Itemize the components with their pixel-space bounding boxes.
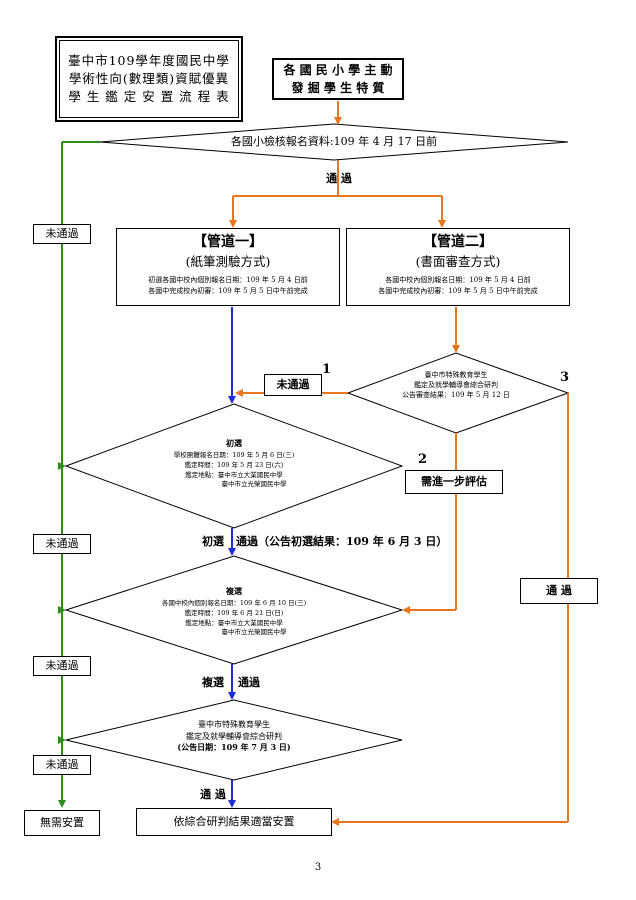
title-line-2: 學術性向(數理類)資賦優異 bbox=[68, 70, 230, 86]
channel1-title: 【管道一】 bbox=[193, 234, 263, 250]
committee1-line-1: 臺中市特殊教育學生 bbox=[424, 371, 488, 379]
title-line-1: 臺中市109學年度國民中學 bbox=[68, 52, 230, 68]
prelim-diamond bbox=[64, 403, 404, 529]
channel2-line-1: 各國中校內個別報名日期：109 年 5 月 4 日前 bbox=[385, 276, 531, 284]
fail-label-1: 未通過 bbox=[33, 224, 91, 244]
prelim-pass-text: 通過（公告初選結果：109 年 6 月 3 日） bbox=[236, 535, 448, 548]
start-line-1: 各 國 民 小 學 主 動 bbox=[283, 63, 393, 77]
channel2-subtitle: (書面審查方式) bbox=[415, 254, 501, 269]
committee1-line-3: 公告審查結果：109 年 5 月 12 日 bbox=[402, 391, 510, 400]
pass-label-1: 通 過 bbox=[326, 172, 352, 185]
start-line-2: 發 掘 學 生 特 質 bbox=[291, 81, 385, 95]
further-eval-box: 需進一步評估 bbox=[405, 470, 503, 494]
page-number: 3 bbox=[314, 862, 322, 873]
recheck-line-3: 鑑定地點：臺中市立大業國民中學 bbox=[185, 618, 283, 627]
channel1-subtitle: (紙筆測驗方式) bbox=[185, 254, 271, 269]
start-box: 各 國 民 小 學 主 動 發 掘 學 生 特 質 bbox=[272, 58, 404, 100]
branch-number-1: 1 bbox=[322, 362, 332, 377]
channel2-line-2: 各國中完成校內初審：109 年 5 月 5 日中午前完成 bbox=[378, 287, 538, 295]
channel1-box: 【管道一】 (紙筆測驗方式) 初選各國中校內個別報名日期：109 年 5 月 4… bbox=[116, 228, 340, 306]
pass-box-branch3: 通 過 bbox=[520, 578, 598, 604]
committee2-line-1: 臺中市特殊教育學生 bbox=[198, 720, 270, 729]
fail-label-branch1: 未通過 bbox=[264, 374, 322, 396]
prelim-text: 初選 學校團體報名日期：109 年 5 月 6 日(三) 鑑定時間：109 年 … bbox=[132, 437, 336, 490]
recheck-pass-prefix: 複選 bbox=[202, 676, 224, 689]
committee2-line-2: 鑑定及就學輔導會綜合研判 bbox=[186, 731, 282, 741]
committee2-diamond bbox=[65, 699, 403, 781]
prelim-line-4: 臺中市立光榮國民中學 bbox=[221, 480, 287, 489]
committee2-line-3: (公告日期：109 年 7 月 3 日) bbox=[177, 742, 291, 753]
channel1-line-2: 各國中完成校內初審：109 年 5 月 5 日中午前完成 bbox=[148, 287, 308, 295]
channel1-line-1: 初選各國中校內個別報名日期：109 年 5 月 4 日前 bbox=[148, 276, 308, 284]
fail-label-2: 未通過 bbox=[33, 534, 91, 554]
fail-label-3: 未通過 bbox=[33, 656, 91, 676]
branch-number-2: 2 bbox=[418, 452, 428, 467]
recheck-pass-text: 通過 bbox=[238, 676, 260, 689]
prelim-title: 初選 bbox=[226, 438, 242, 448]
prelim-line-2: 鑑定時間：109 年 5 月 23 日(六) bbox=[184, 460, 284, 469]
prelim-pass-prefix: 初選 bbox=[202, 535, 224, 548]
placement-box: 依綜合研判結果適當安置 bbox=[136, 808, 332, 836]
channel2-title: 【管道二】 bbox=[423, 234, 493, 250]
recheck-text: 複選 各國中校內個別報名日期：109 年 6 月 10 日(三) 鑑定時間：10… bbox=[124, 585, 344, 638]
branch-number-3: 3 bbox=[560, 370, 570, 385]
prelim-line-1: 學校團體報名日期：109 年 5 月 6 日(三) bbox=[173, 451, 295, 459]
committee1-text: 臺中市特殊教育學生 鑑定及就學輔導會綜合研判 公告審查結果：109 年 5 月 … bbox=[386, 370, 526, 400]
committee2-text: 臺中市特殊教育學生 鑑定及就學輔導會綜合研判 (公告日期：109 年 7 月 3… bbox=[144, 719, 324, 754]
channel2-box: 【管道二】 (書面審查方式) 各國中校內個別報名日期：109 年 5 月 4 日… bbox=[346, 228, 570, 306]
recheck-line-4: 臺中市立光榮國民中學 bbox=[221, 628, 287, 637]
check-diamond bbox=[99, 123, 569, 161]
recheck-line-1: 各國中校內個別報名日期：109 年 6 月 10 日(三) bbox=[161, 599, 307, 607]
title-line-3: 學 生 鑑 定 安 置 流 程 表 bbox=[68, 89, 230, 105]
check-text: 各國小檢核報名資料:109 年 4 月 17 日前 bbox=[230, 135, 438, 148]
final-pass-label: 通 過 bbox=[200, 788, 226, 801]
fail-label-4: 未通過 bbox=[33, 755, 91, 775]
prelim-line-3: 鑑定地點：臺中市立大業國民中學 bbox=[185, 470, 283, 479]
committee1-line-2: 鑑定及就學輔導會綜合研判 bbox=[414, 381, 498, 390]
recheck-title: 複選 bbox=[226, 586, 242, 596]
recheck-line-2: 鑑定時間：109 年 6 月 21 日(日) bbox=[184, 608, 284, 617]
no-placement-box: 無需安置 bbox=[24, 810, 100, 836]
title-frame bbox=[55, 36, 243, 122]
page-title: 臺中市109學年度國民中學 學術性向(數理類)資賦優異 學 生 鑑 定 安 置 … bbox=[59, 40, 239, 118]
